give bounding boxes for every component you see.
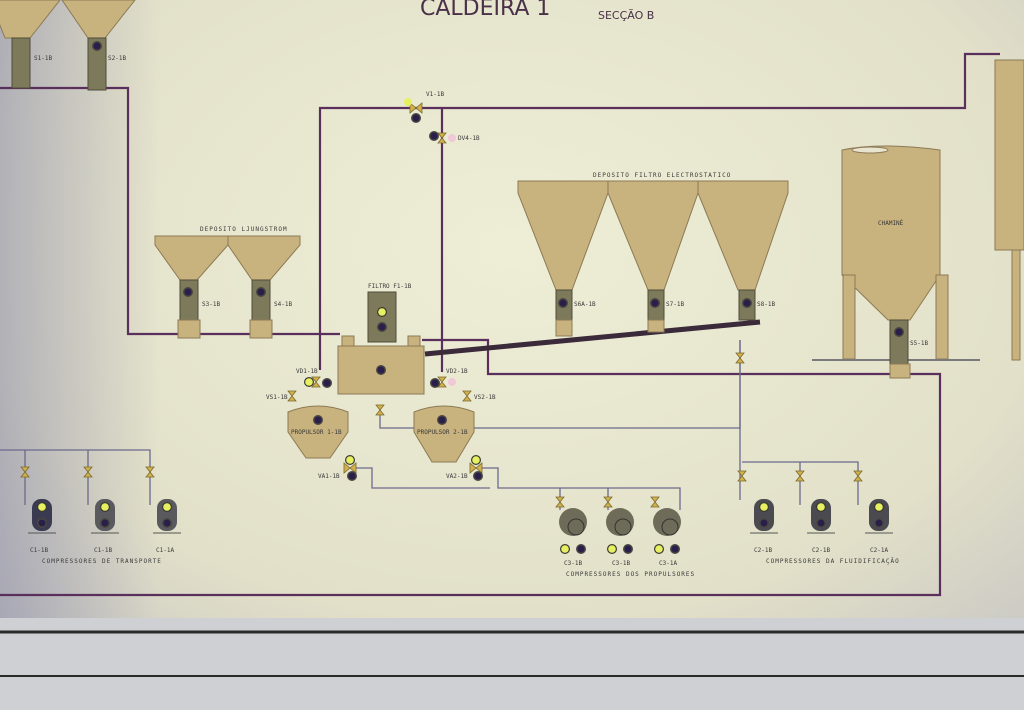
indicator-lamp bbox=[404, 98, 412, 106]
compressor-label: C3-1A bbox=[659, 560, 677, 567]
section-title: DEPOSITO FILTRO ELECTROSTATICO bbox=[593, 172, 731, 179]
compressor-label: C1-1B bbox=[94, 547, 112, 554]
propulsor-1: PROPULSOR 1-1B VD1-1B VS1-1B VA1-1B bbox=[266, 368, 357, 481]
section-title: DEPOSITO LJUNGSTROM bbox=[200, 226, 288, 233]
valve-label: VD1-1B bbox=[296, 368, 318, 375]
silo-label: S6A-1B bbox=[574, 301, 596, 308]
top-silos: S1-1B S2-1B bbox=[0, 0, 136, 91]
propulsor-label: PROPULSOR 1-1B bbox=[291, 429, 342, 436]
compressor-label: C3-1B bbox=[564, 560, 582, 567]
compressor-label: C2-1B bbox=[754, 547, 772, 554]
silo-label: S4-1B bbox=[274, 301, 292, 308]
silo-label: S8-1B bbox=[757, 301, 775, 308]
valve-label: VS1-1B bbox=[266, 394, 288, 401]
compressors-fluidification: C2-1B C2-1B C2-1A COMPRESSORES DA FLUIDI… bbox=[735, 352, 900, 565]
valve-label: VA2-1B bbox=[446, 473, 468, 480]
compressor-label: C1-1B bbox=[30, 547, 48, 554]
compressor-label: C2-1A bbox=[870, 547, 888, 554]
valve-label: VS2-1B bbox=[474, 394, 496, 401]
indicator-lamp bbox=[448, 134, 456, 142]
propulsor-2: PROPULSOR 2-1B VD2-1B VS2-1B VA2-1B bbox=[413, 368, 496, 481]
compressors-transport: C1-1B C1-1B C1-1A COMPRESSORES DE TRANSP… bbox=[20, 466, 181, 565]
panel-subtitle: SECÇÃO B bbox=[598, 9, 654, 22]
right-silo: CHAMINÉ S5-1B bbox=[812, 59, 1024, 379]
indicator-lamp bbox=[429, 131, 439, 141]
propulsor-label: PROPULSOR 2-1B bbox=[417, 429, 468, 436]
compressor-label: C1-1A bbox=[156, 547, 174, 554]
filter-f1: FILTRO F1-1B bbox=[337, 283, 425, 416]
filter-title: FILTRO F1-1B bbox=[368, 283, 412, 290]
compressors-propulsors: C3-1B C3-1B C3-1A COMPRESSORES DOS PROPU… bbox=[555, 496, 695, 578]
conveyor bbox=[424, 319, 761, 357]
compressor-label: C3-1B bbox=[612, 560, 630, 567]
silo-label: S1-1B bbox=[34, 55, 52, 62]
shadow bbox=[0, 0, 160, 620]
silo-label: S7-1B bbox=[666, 301, 684, 308]
valve-label: V1-1B bbox=[426, 91, 444, 98]
valve-label: DV4-1B bbox=[458, 135, 480, 142]
pipework bbox=[0, 52, 1000, 597]
valve-label: VD2-1B bbox=[446, 368, 468, 375]
group-title: COMPRESSORES DOS PROPULSORES bbox=[566, 571, 695, 578]
indicator-lamp bbox=[411, 113, 421, 123]
electrostatic-deposit: DEPOSITO FILTRO ELECTROSTATICO S6A-1B S7… bbox=[517, 172, 789, 337]
silo-label: S3-1B bbox=[202, 301, 220, 308]
silo-label: S5-1B bbox=[910, 340, 928, 347]
silo-title: CHAMINÉ bbox=[878, 219, 904, 227]
valve-label: VA1-1B bbox=[318, 473, 340, 480]
indicator-lamp bbox=[92, 41, 102, 51]
panel-title: CALDEIRA 1 bbox=[420, 0, 550, 21]
group-title: COMPRESSORES DE TRANSPORTE bbox=[42, 558, 162, 565]
ljungstrom-deposit: DEPOSITO LJUNGSTROM S3-1B S4-1B bbox=[154, 226, 301, 339]
compressor-label: C2-1B bbox=[812, 547, 830, 554]
silo-label: S2-1B bbox=[108, 55, 126, 62]
group-title: COMPRESSORES DA FLUIDIFICAÇÃO bbox=[766, 558, 900, 565]
